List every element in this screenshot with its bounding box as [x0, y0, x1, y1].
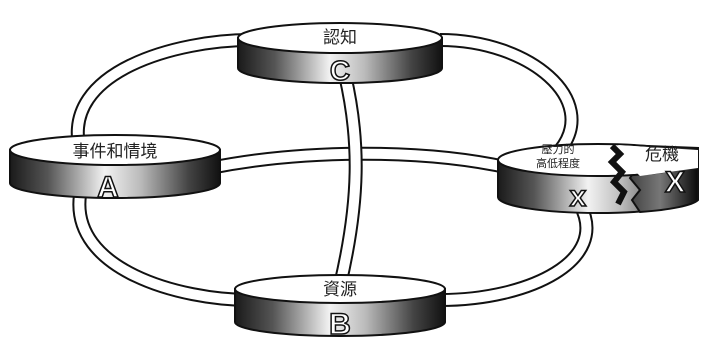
node-x-stress-label-line2: 高低程度: [536, 156, 580, 170]
node-x-stress-letter: x: [570, 180, 587, 213]
node-a-event: 事件和情境 A: [10, 135, 220, 204]
node-a-letter: A: [97, 171, 119, 204]
node-x-stress-label-line1: 壓力的: [542, 142, 575, 156]
node-x-crisis: 壓力的 高低程度 危機 x X: [498, 142, 698, 213]
node-x-crisis-letter: X: [665, 166, 685, 199]
node-c-label: 認知: [323, 28, 357, 48]
node-c-letter: C: [330, 55, 350, 86]
node-x-crisis-label: 危機: [645, 145, 679, 165]
node-b-label: 資源: [323, 280, 357, 300]
node-c-cognition: 認知 C: [238, 23, 442, 86]
node-b-letter: B: [329, 308, 351, 341]
node-b-resources: 資源 B: [235, 275, 445, 341]
node-a-label: 事件和情境: [73, 142, 158, 162]
